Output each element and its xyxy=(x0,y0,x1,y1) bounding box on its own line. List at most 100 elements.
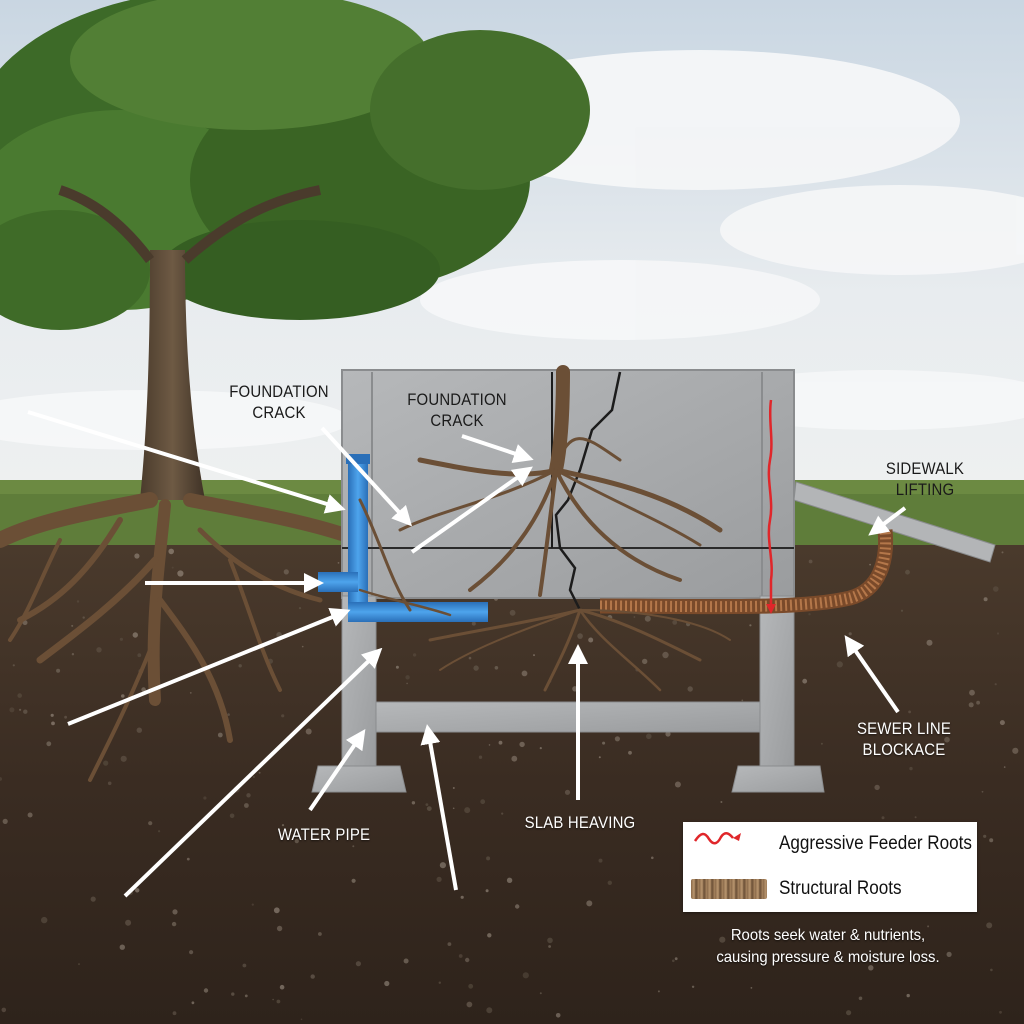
pebble xyxy=(983,834,987,838)
pebble xyxy=(672,959,675,963)
pebble xyxy=(555,1013,561,1018)
pebble xyxy=(487,933,492,938)
pebble xyxy=(203,796,207,800)
pebble xyxy=(82,616,85,619)
pebble xyxy=(486,856,491,861)
pebble xyxy=(588,637,594,643)
legend-feeder-roots-label: Aggressive Feeder Roots xyxy=(779,833,972,854)
label-slab-heaving: SLAB HEAVING xyxy=(524,813,636,832)
pebble xyxy=(519,741,525,748)
pebble xyxy=(252,776,255,778)
pebble xyxy=(981,790,984,793)
arrow-foundation-crack-left xyxy=(320,426,413,527)
pebble xyxy=(598,756,601,759)
pebble xyxy=(906,993,910,998)
pebble xyxy=(539,747,542,750)
pebble xyxy=(874,784,880,791)
pebble xyxy=(172,1011,177,1016)
pebble xyxy=(17,693,23,698)
pebble xyxy=(19,708,22,711)
pebble xyxy=(602,741,606,745)
pebble xyxy=(281,714,285,718)
legend: Aggressive Feeder Roots Structural Roots xyxy=(683,822,977,912)
pebble xyxy=(994,683,997,686)
pebble xyxy=(119,637,123,641)
pointer-arrows xyxy=(27,410,907,898)
pebble xyxy=(607,880,612,885)
pebble xyxy=(836,661,843,668)
pebble xyxy=(41,916,48,924)
pebble xyxy=(471,621,476,626)
pebble xyxy=(452,787,455,789)
pebble xyxy=(352,845,355,848)
pebble xyxy=(539,992,542,995)
pebble xyxy=(509,609,516,616)
pebble xyxy=(203,988,209,993)
pebble xyxy=(229,813,235,819)
arrow-water-pipe-roots xyxy=(67,607,351,726)
pebble xyxy=(171,566,174,569)
legend-row-structural-roots: Structural Roots xyxy=(683,873,977,903)
pebble xyxy=(132,632,138,638)
pebble xyxy=(999,1010,1002,1014)
pebble xyxy=(657,990,660,993)
pebble xyxy=(914,816,917,819)
pebble xyxy=(141,687,146,692)
pebble xyxy=(598,858,603,863)
pebble xyxy=(473,665,479,671)
pebble xyxy=(301,645,304,648)
pebble xyxy=(136,727,142,733)
arrow-sidewalk-lifting xyxy=(868,506,907,536)
pebble xyxy=(273,907,280,914)
legend-structural-roots-label: Structural Roots xyxy=(779,878,902,899)
pebble xyxy=(808,613,811,616)
pebble xyxy=(50,713,54,717)
foundation xyxy=(311,369,825,793)
pebble xyxy=(511,755,518,762)
pebble xyxy=(868,965,874,971)
pebble xyxy=(71,624,74,627)
pebble xyxy=(741,699,744,702)
pebble xyxy=(564,789,571,795)
pebble xyxy=(119,944,126,950)
pebble xyxy=(720,801,723,803)
pebble xyxy=(283,569,289,575)
arrow-foundation-crack-center-a xyxy=(410,466,533,554)
pebble xyxy=(486,1007,493,1014)
pebble xyxy=(231,992,235,996)
pebble xyxy=(171,921,177,927)
pebble xyxy=(447,942,452,946)
arrow-under-slab xyxy=(123,647,383,898)
pebble xyxy=(976,700,980,705)
feeder-root-indicator xyxy=(766,399,776,614)
pebble xyxy=(521,670,528,677)
pebble xyxy=(258,771,261,774)
pebble xyxy=(820,742,823,745)
pebble xyxy=(968,702,974,708)
pebble xyxy=(465,957,470,963)
wood-swatch-icon xyxy=(691,879,767,899)
pebble xyxy=(1001,551,1004,554)
pebble xyxy=(439,862,446,869)
pebble xyxy=(242,963,247,968)
pebble xyxy=(189,950,194,955)
pebble xyxy=(76,600,80,603)
pebble xyxy=(905,569,910,575)
pebble xyxy=(90,896,96,902)
pebble xyxy=(246,793,251,798)
water-pipe xyxy=(318,454,488,622)
pebble xyxy=(134,553,140,559)
pebble xyxy=(577,633,583,639)
pebble xyxy=(189,692,192,694)
pebble xyxy=(468,656,472,660)
pebble xyxy=(944,736,950,743)
pebble xyxy=(279,984,285,990)
pebble xyxy=(927,925,930,928)
pebble xyxy=(993,586,999,592)
pebble xyxy=(691,985,695,988)
pebble xyxy=(687,686,693,692)
sewer-pipe xyxy=(599,529,894,615)
pebble xyxy=(412,653,417,657)
pebble xyxy=(438,981,441,984)
